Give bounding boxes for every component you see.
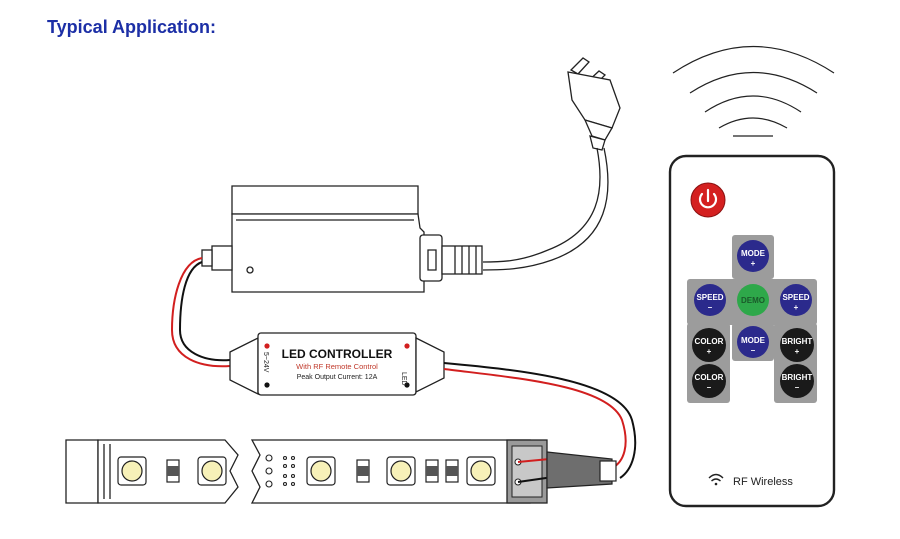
power-adapter xyxy=(201,185,483,293)
page-title: Typical Application: xyxy=(47,17,217,37)
led-controller: 5~24V LED LED CONTROLLER With RF Remote … xyxy=(229,332,445,396)
speed-minus-label: SPEED xyxy=(696,293,723,302)
demo-button[interactable]: DEMO xyxy=(737,284,769,316)
mode-plus-button[interactable]: MODE + xyxy=(737,240,769,272)
input-terminal-positive xyxy=(264,343,270,349)
speed-plus-sign: + xyxy=(794,303,799,312)
dc-red-wire xyxy=(170,257,231,368)
power-button[interactable] xyxy=(690,182,726,218)
output-red-wire xyxy=(443,368,627,469)
mode-minus-label: MODE xyxy=(741,336,766,345)
ac-plug-icon xyxy=(567,57,621,151)
mode-plus-sign: + xyxy=(751,259,756,268)
speed-plus-label: SPEED xyxy=(782,293,809,302)
color-minus-sign: – xyxy=(707,383,712,392)
resistor xyxy=(445,459,459,483)
speed-minus-sign: – xyxy=(708,303,713,312)
controller-output-label: LED xyxy=(400,372,407,386)
color-plus-sign: + xyxy=(707,347,712,356)
output-black-wire xyxy=(443,362,637,479)
bright-minus-label: BRIGHT xyxy=(782,373,813,382)
controller-peak-current: Peak Output Current: 12A xyxy=(297,374,378,381)
controller-input-label: 5~24V xyxy=(262,352,269,373)
resistor xyxy=(166,459,180,483)
led-chip xyxy=(197,456,227,486)
output-terminal-positive xyxy=(404,343,410,349)
bright-minus-button[interactable]: BRIGHT – xyxy=(780,364,814,398)
demo-label: DEMO xyxy=(741,296,765,305)
bright-plus-label: BRIGHT xyxy=(782,337,813,346)
solder-pads xyxy=(265,454,296,488)
wireless-icon xyxy=(708,473,724,486)
controller-subtitle: With RF Remote Control xyxy=(296,362,378,371)
bright-minus-sign: – xyxy=(795,383,800,392)
output-terminal-negative xyxy=(404,382,410,388)
color-minus-button[interactable]: COLOR – xyxy=(692,364,726,398)
speed-minus-button[interactable]: SPEED – xyxy=(694,284,726,316)
dc-black-wire xyxy=(178,261,231,362)
controller-name: LED CONTROLLER xyxy=(282,347,393,361)
strip-connector xyxy=(506,439,617,504)
led-chip xyxy=(117,456,147,486)
led-chip xyxy=(386,456,416,486)
color-plus-button[interactable]: COLOR + xyxy=(692,328,726,362)
resistor xyxy=(356,459,370,483)
rf-wireless-label: RF Wireless xyxy=(733,476,793,488)
speed-plus-button[interactable]: SPEED + xyxy=(780,284,812,316)
mode-minus-sign: – xyxy=(751,346,756,355)
resistor xyxy=(425,459,439,483)
power-icon xyxy=(698,192,718,209)
mode-plus-label: MODE xyxy=(741,249,766,258)
bright-plus-button[interactable]: BRIGHT + xyxy=(780,328,814,362)
color-plus-label: COLOR xyxy=(695,337,724,346)
led-chip xyxy=(466,456,496,486)
wireless-signal-icon xyxy=(672,45,835,137)
mode-minus-button[interactable]: MODE – xyxy=(737,326,769,358)
bright-plus-sign: + xyxy=(795,347,800,356)
ac-cord xyxy=(482,147,601,263)
led-chip xyxy=(306,456,336,486)
input-terminal-negative xyxy=(264,382,270,388)
color-minus-label: COLOR xyxy=(695,373,724,382)
